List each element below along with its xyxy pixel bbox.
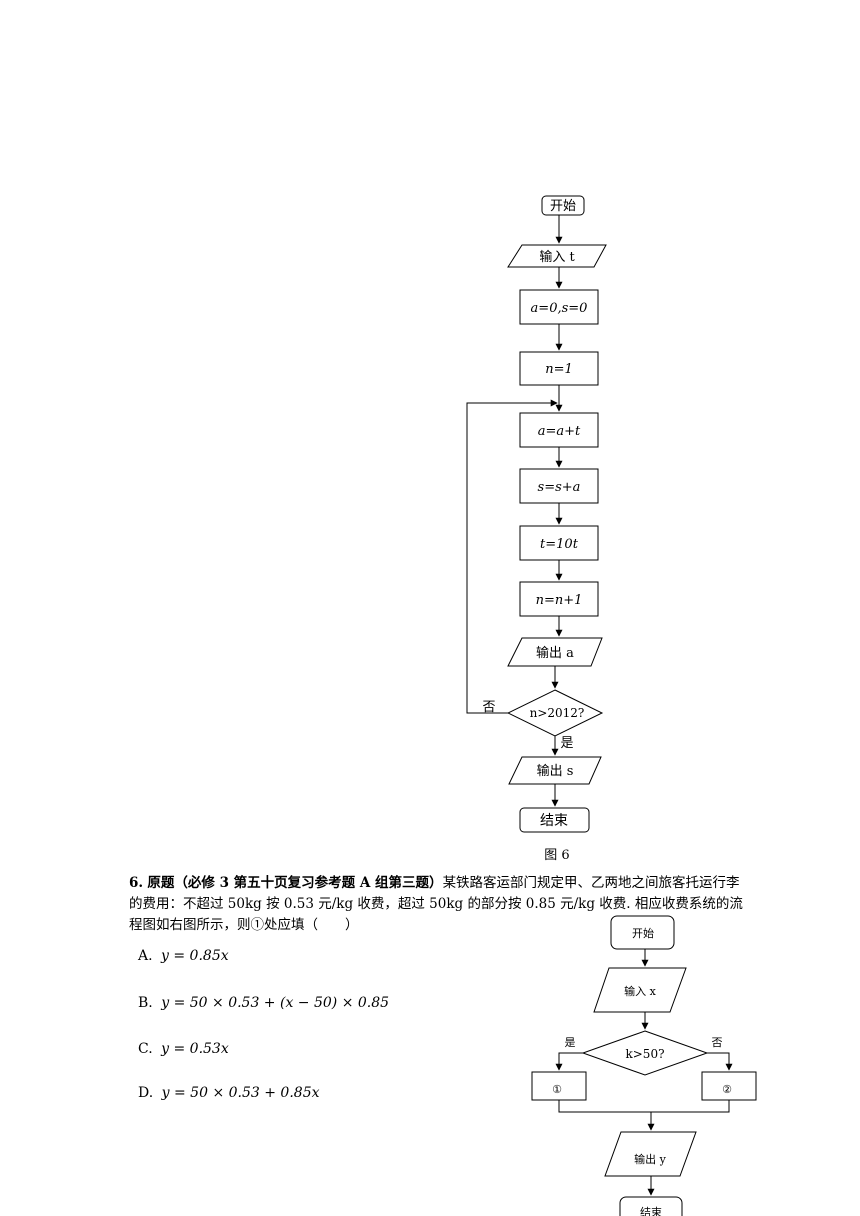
fc2-start-label: 开始 <box>632 926 654 940</box>
fc2-box1-label: ① <box>552 1083 562 1096</box>
fc1-output-s-node <box>508 756 602 785</box>
fc2-no-label: 否 <box>712 1036 723 1049</box>
fc2-output-label: 输出 y <box>634 1152 666 1166</box>
fc2-yes-label: 是 <box>565 1036 576 1049</box>
fc1-end-node <box>519 807 590 833</box>
fc1-step-t-label: t=10t <box>540 537 579 552</box>
fc1-yes-label: 是 <box>560 736 573 751</box>
fc1-loop-arrow <box>466 399 558 714</box>
fc2-condition-node <box>581 1030 709 1076</box>
fc2-input-node <box>593 967 687 1013</box>
fc1-input-node <box>507 244 607 268</box>
option-d-formula: y = 50 × 0.53 + 0.85x <box>161 1085 320 1101</box>
option-b: B. y = 50 × 0.53 + (x − 50) × 0.85 <box>138 995 389 1011</box>
fc2-input-label: 输入 x <box>624 984 656 998</box>
fc1-step-s-label: s=s+a <box>538 480 581 495</box>
fc1-step-n-label: n=n+1 <box>536 593 583 608</box>
fc1-output-s-label: 输出 s <box>537 763 574 779</box>
fc1-init-as-label: a=0,s=0 <box>531 301 588 316</box>
option-c-label: C. <box>138 1041 153 1057</box>
option-d: D. y = 50 × 0.53 + 0.85x <box>138 1085 320 1101</box>
flowchart-2 <box>531 915 757 1216</box>
option-c: C. y = 0.53x <box>138 1041 229 1057</box>
flowchart-1-labels: 开始 输入 t a=0,s=0 n=1 a=a+t s=s+a t=10t n=… <box>482 199 587 863</box>
fc1-start-node <box>541 195 585 216</box>
fc1-no-label: 否 <box>482 700 495 715</box>
option-b-label: B. <box>138 995 153 1011</box>
option-b-formula: y = 50 × 0.53 + (x − 50) × 0.85 <box>161 995 390 1011</box>
fc1-init-n-label: n=1 <box>545 362 573 377</box>
fc2-end-node <box>619 1196 683 1216</box>
fc1-start-label: 开始 <box>550 199 576 214</box>
problem-text: 某铁路客运部门规定甲、乙两地之间旅客托运行李的费用：不超过 50kg 按 0.5… <box>129 875 743 933</box>
problem-number: 6. <box>129 875 144 891</box>
fc2-condition-label: k>50? <box>625 1047 664 1061</box>
option-d-label: D. <box>138 1085 154 1101</box>
fc2-box2-label: ② <box>722 1083 732 1096</box>
fc2-no-branch <box>707 1052 733 1071</box>
fc1-output-a-node <box>507 637 603 667</box>
fc2-start-node <box>610 915 675 950</box>
fc2-yes-branch <box>555 1052 583 1071</box>
flowchart-1 <box>466 195 607 833</box>
fc1-condition-label: n>2012? <box>530 706 585 720</box>
flowchart-2-labels: 开始 输入 x k>50? 是 否 ① ② 输出 y 结束 <box>552 926 732 1216</box>
problem-source: 原题（必修 3 第五十页复习参考题 A 组第三题） <box>147 875 443 891</box>
option-a-label: A. <box>138 948 153 964</box>
fc1-input-label: 输入 t <box>539 249 575 265</box>
problem-6: 6. 原题（必修 3 第五十页复习参考题 A 组第三题）某铁路客运部门规定甲、乙… <box>129 873 749 936</box>
option-c-formula: y = 0.53x <box>161 1041 229 1057</box>
fc1-step-a-label: a=a+t <box>538 424 581 439</box>
fc2-end-label: 结束 <box>640 1206 662 1216</box>
fc2-merge-left <box>558 1100 730 1113</box>
fc1-end-label: 结束 <box>540 813 568 829</box>
option-a-formula: y = 0.85x <box>161 948 229 964</box>
option-a: A. y = 0.85x <box>138 948 229 964</box>
fc1-output-a-label: 输出 a <box>536 645 574 661</box>
fc1-caption: 图 6 <box>544 848 569 863</box>
fc2-output-node <box>604 1131 697 1177</box>
